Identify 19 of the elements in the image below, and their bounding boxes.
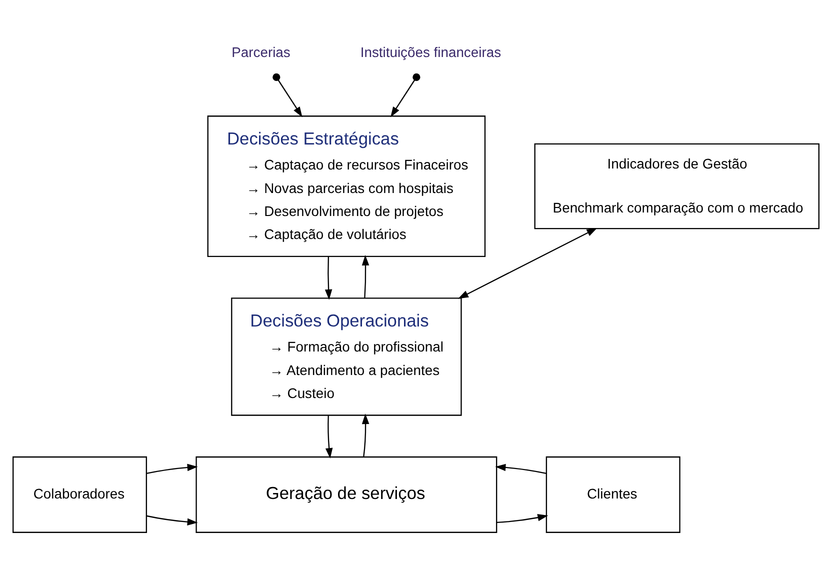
arrow (458, 228, 598, 299)
arrow (496, 514, 548, 524)
arrow (390, 73, 420, 118)
node-box: Colaboradores (12, 456, 147, 533)
arrow (272, 73, 302, 118)
node-text: Instituições financeiras (360, 44, 502, 60)
arrow (495, 464, 547, 474)
arrow (146, 464, 198, 474)
arrow (362, 414, 370, 457)
node-text: Parcerias (232, 44, 290, 60)
node-box: Clientes (546, 456, 680, 533)
arrow (146, 515, 198, 526)
arrow (362, 255, 370, 298)
node-box: Geração de serviços (196, 456, 498, 533)
node-box: Decisões Operacionais → Formação do profissional → Atendimento a pacientes → Custeio (231, 298, 462, 416)
node-box: Indicadores de Gestão Benchmark comparação com o mercado (534, 143, 820, 230)
node-box: Decisões Estratégicas → Captaçao de recursos Finaceiros → Novas parcerias com hospitais → Desenvolvimento de projetos → Captação de volutários (207, 116, 486, 257)
arrow (325, 415, 333, 458)
arrow (324, 256, 332, 300)
